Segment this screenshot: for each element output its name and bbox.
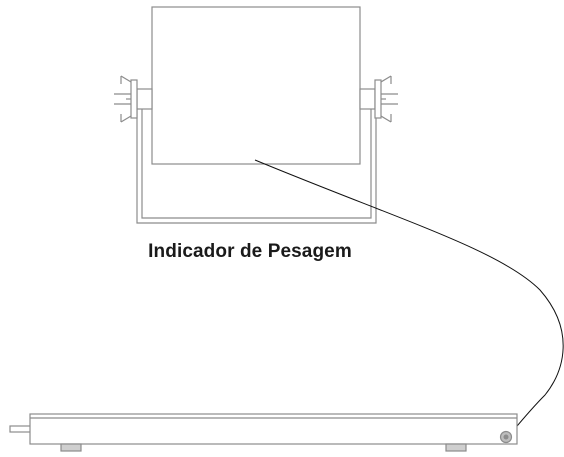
platform-body bbox=[29, 413, 518, 445]
platform-foot-right bbox=[445, 443, 467, 452]
weighing-platform bbox=[9, 413, 518, 452]
platform-foot-left bbox=[60, 443, 82, 452]
left-knob bbox=[114, 75, 153, 123]
connection-cable bbox=[254, 159, 564, 439]
platform-handle bbox=[9, 425, 33, 433]
indicator-display-box bbox=[151, 6, 361, 165]
indicator-bracket bbox=[136, 92, 377, 224]
right-knob bbox=[359, 75, 398, 123]
indicator-label: Indicador de Pesagem bbox=[148, 241, 352, 262]
weighing-indicator bbox=[114, 6, 398, 224]
